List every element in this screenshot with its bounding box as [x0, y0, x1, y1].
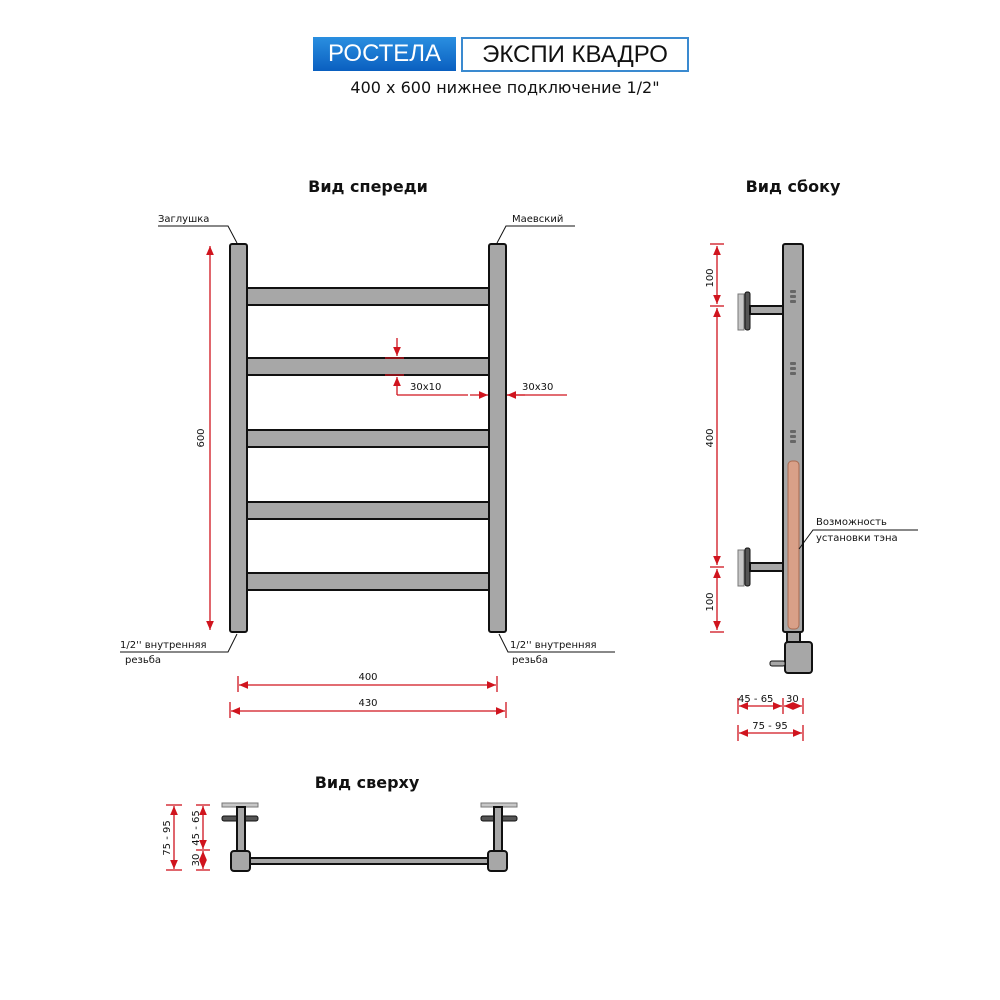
dim-post-size: 30x30 — [522, 382, 553, 393]
mayevsky-label: Маевский — [512, 214, 563, 225]
top-crossbar — [248, 857, 490, 865]
dim-side-total: 75 - 95 — [752, 721, 787, 732]
plug-label: Заглушка — [158, 214, 209, 225]
thread-label-left-2: резьба — [125, 655, 161, 666]
dim-bottom: 100 — [705, 592, 716, 611]
dim-middle: 400 — [705, 428, 716, 447]
top-dim-offset: 45 - 65 — [191, 810, 202, 845]
lower-bracket — [749, 562, 784, 572]
model-name: ЭКСПИ КВАДРО — [461, 37, 689, 72]
dim-top: 100 — [705, 268, 716, 287]
dim-side-post: 30 — [786, 694, 799, 705]
crossbar — [246, 501, 490, 520]
crossbar — [246, 357, 490, 376]
heater-label-1: Возможность — [816, 517, 887, 528]
upper-bracket — [749, 305, 784, 315]
brand-logo: РОСТЕЛА — [313, 37, 456, 71]
front-view-title: Вид спереди — [308, 177, 428, 196]
left-post — [229, 243, 248, 633]
side-view-title: Вид сбоку — [746, 177, 841, 196]
top-view-title: Вид сверху — [315, 773, 420, 792]
crossbar — [246, 429, 490, 448]
thread-label-right: 1/2'' внутренняя — [510, 640, 597, 651]
subtitle: 400 x 600 нижнее подключение 1/2" — [350, 78, 660, 97]
dim-height: 600 — [196, 428, 207, 447]
crossbar — [246, 572, 490, 591]
top-dim-post: 30 — [191, 854, 202, 867]
heater-element — [787, 460, 800, 630]
crossbar — [246, 287, 490, 306]
top-dim-total: 75 - 95 — [162, 820, 173, 855]
right-post — [488, 243, 507, 633]
thread-label-left: 1/2'' внутренняя — [120, 640, 207, 651]
dim-total: 430 — [358, 698, 377, 709]
left-post-top — [230, 850, 251, 872]
right-post-top — [487, 850, 508, 872]
heater-label-2: установки тэна — [816, 533, 898, 544]
top-view: Вид сверху 75 - 95 45 - 65 30 — [162, 773, 518, 872]
dim-bar-size: 30x10 — [410, 382, 441, 393]
dim-offset: 45 - 65 — [738, 694, 773, 705]
front-view: Вид спереди Заглушка Маевский 1/2'' внут… — [120, 177, 615, 718]
heater-controller — [784, 641, 813, 674]
side-view: Вид сбоку 100 400 100 45 - 65 30 75 - 95 — [705, 177, 918, 741]
thread-label-right-2: резьба — [512, 655, 548, 666]
dim-axis: 400 — [358, 672, 377, 683]
